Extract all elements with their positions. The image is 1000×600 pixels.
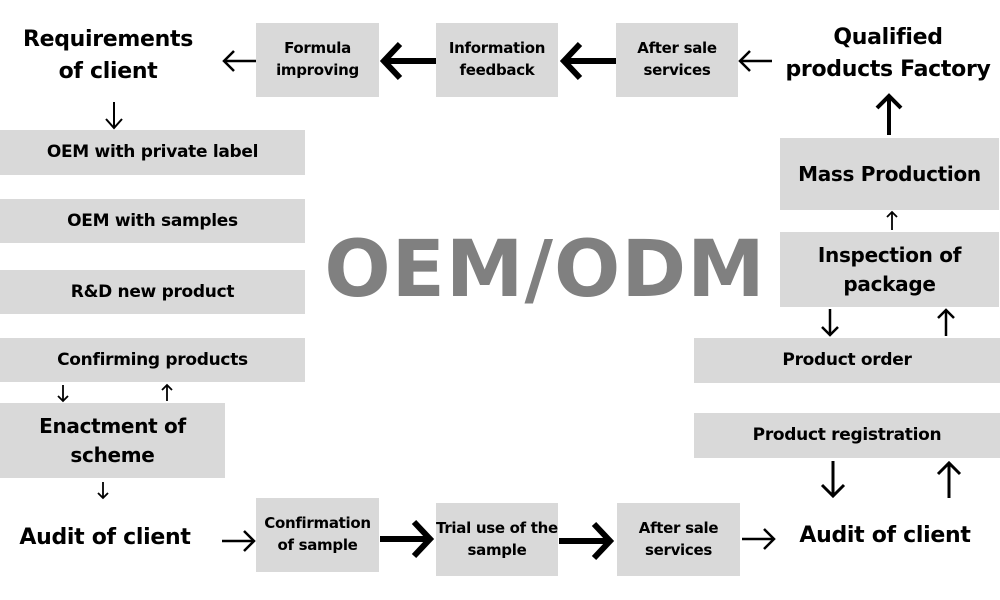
audit-of-client-right: Audit of client	[799, 523, 971, 548]
arrow-up-icon	[161, 383, 173, 401]
information-feedback-box: Information feedback	[436, 23, 558, 97]
arrow-down-icon	[820, 461, 846, 499]
requirements-of-client: Requirements of client	[22, 27, 194, 84]
confirmation-of-sample-box: Confirmation of sample	[256, 498, 379, 572]
arrow-down-icon	[821, 309, 839, 337]
arrow-right-icon	[559, 521, 615, 561]
product-order-box: Product order	[694, 338, 1000, 383]
arrow-left-icon	[379, 41, 436, 81]
mass-production-box: Mass Production	[780, 138, 999, 210]
arrow-right-icon	[742, 528, 776, 550]
arrow-right-icon	[222, 530, 256, 552]
qualified-products-factory: Qualified products Factory	[785, 25, 991, 82]
arrow-down-icon	[57, 385, 69, 403]
arrow-up-icon	[936, 460, 962, 498]
arrow-down-icon	[105, 102, 123, 130]
rd-new-product-box: R&D new product	[0, 270, 305, 314]
confirming-products-box: Confirming products	[0, 338, 305, 382]
inspection-of-package-box: Inspection of package	[780, 232, 999, 307]
after-sale-services-bottom-box: After sale services	[617, 503, 740, 576]
arrow-right-icon	[380, 519, 435, 559]
product-registration-box: Product registration	[694, 413, 1000, 458]
arrow-left-icon	[222, 50, 256, 72]
audit-of-client-left: Audit of client	[19, 525, 191, 550]
trial-use-box: Trial use of the sample	[436, 503, 558, 576]
arrow-up-icon	[886, 210, 898, 230]
arrow-up-icon	[875, 93, 903, 135]
arrow-left-icon	[559, 41, 616, 81]
arrow-up-icon	[937, 308, 955, 336]
oem-samples-box: OEM with samples	[0, 199, 305, 243]
arrow-left-icon	[738, 50, 772, 72]
after-sale-services-top-box: After sale services	[616, 23, 738, 97]
enactment-of-scheme-box: Enactment of scheme	[0, 403, 225, 478]
diagram-title: OEM/ODM	[324, 225, 766, 315]
arrow-down-icon	[97, 482, 109, 500]
oem-private-label-box: OEM with private label	[0, 130, 305, 175]
formula-improving-box: Formula improving	[256, 23, 379, 97]
